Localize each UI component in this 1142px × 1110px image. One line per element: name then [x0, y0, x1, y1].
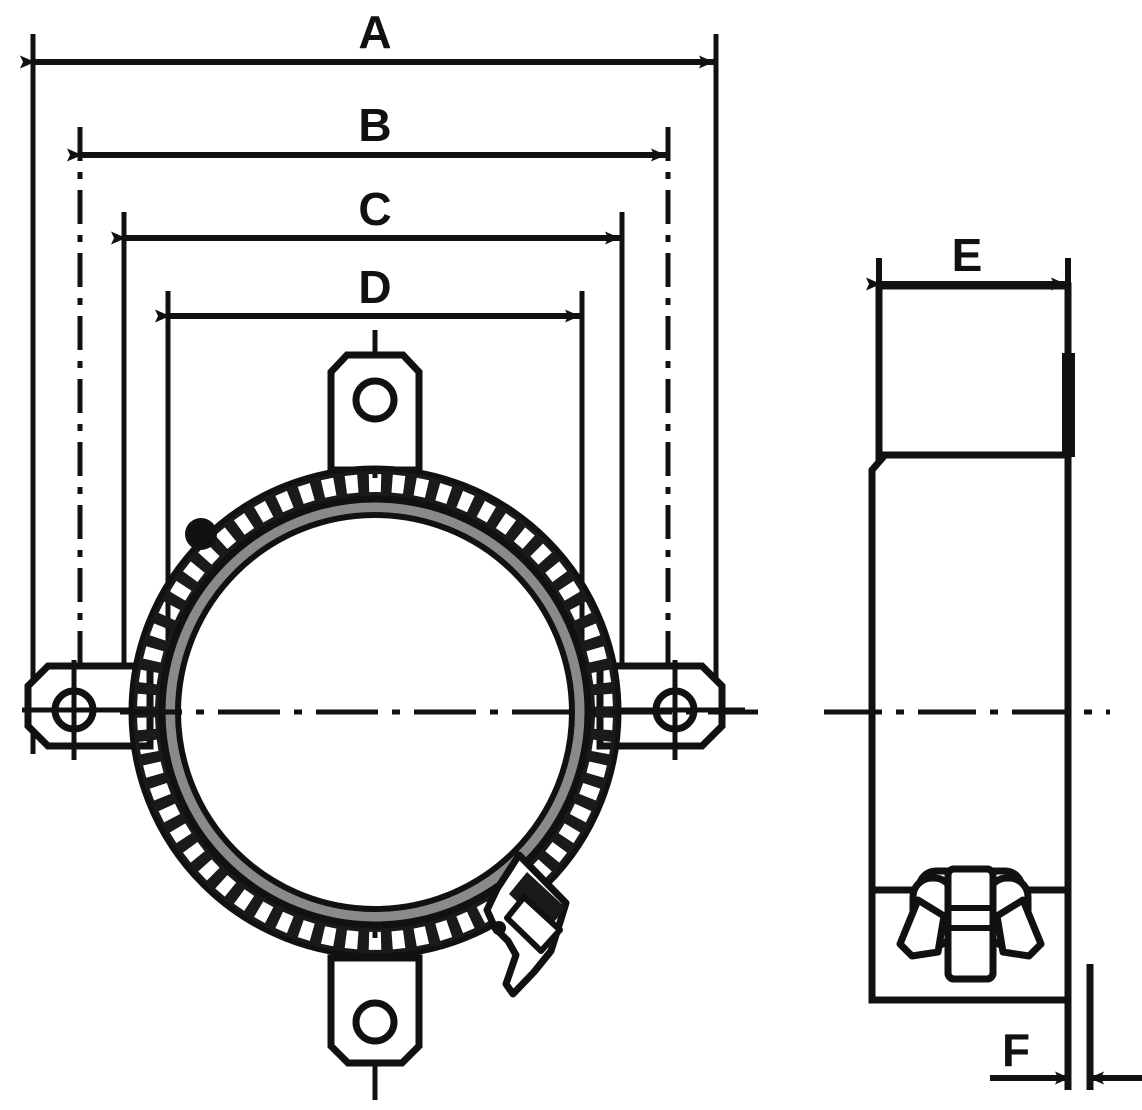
dimension-label-f: F — [1002, 1024, 1030, 1076]
latch-lever-rivet — [492, 921, 506, 935]
dimension-lines-front — [20, 55, 714, 323]
dimension-f-group: F — [990, 964, 1142, 1090]
bottom-mounting-tab — [327, 954, 423, 1067]
weld-dot-marker — [185, 518, 217, 550]
toggle-latch-lever — [483, 851, 570, 998]
side-toggle-latch — [896, 865, 1045, 983]
dimension-extension-lines-b — [77, 127, 671, 688]
dimension-label-d: D — [358, 261, 391, 313]
top-tab-bolt-hole — [352, 377, 398, 423]
dimension-label-e: E — [952, 229, 983, 281]
side-band-overlap-lip — [1062, 353, 1075, 457]
dimension-label-a: A — [358, 6, 391, 58]
latch-left-claw — [896, 896, 948, 960]
side-view: E — [824, 229, 1142, 1090]
dimension-label-c: C — [358, 183, 391, 235]
dimension-extension-lines-c — [121, 212, 625, 700]
left-mounting-foot — [22, 660, 154, 760]
latch-lever-plate — [504, 894, 563, 954]
latch-right-claw — [993, 896, 1045, 960]
latch-center-plate — [944, 865, 997, 983]
latch-lever-pivot-block — [509, 872, 566, 930]
dimension-extension-lines-a — [30, 34, 719, 754]
bottom-tab-bolt-hole — [352, 999, 398, 1045]
top-mounting-tab — [327, 351, 423, 474]
latch-center-plate-outline — [944, 865, 997, 983]
dimension-label-b: B — [358, 99, 391, 151]
front-view: A B C D — [20, 6, 758, 1100]
